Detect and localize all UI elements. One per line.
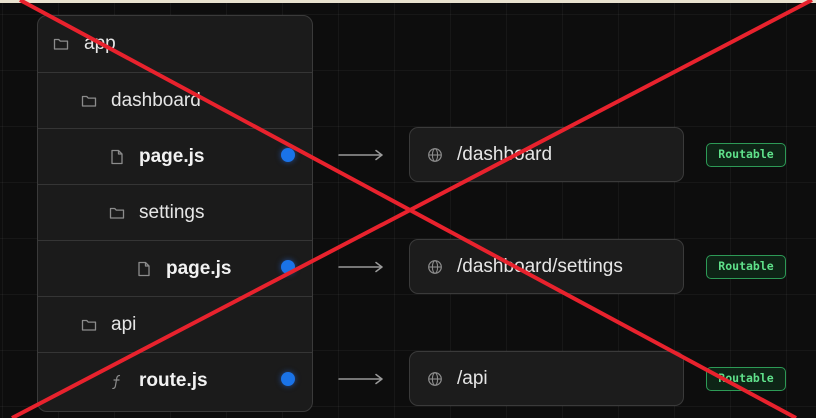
connection-dot (281, 148, 295, 162)
arrow-right-icon (338, 373, 383, 385)
tree-label: dashboard (111, 89, 201, 111)
routable-badge: Routable (706, 367, 786, 391)
route-box-settings[interactable]: /dashboard/settings (409, 239, 684, 294)
arrow-right-icon (338, 149, 383, 161)
tree-row-settings-page[interactable]: page.js (38, 240, 312, 296)
tree-label: page.js (139, 145, 205, 167)
route-box-dashboard[interactable]: /dashboard (409, 127, 684, 182)
globe-icon (428, 372, 442, 386)
tree-label: api (111, 313, 137, 335)
file-icon (111, 149, 123, 164)
route-path: /dashboard (457, 143, 553, 165)
tree-row-settings[interactable]: settings (38, 184, 312, 240)
tree-label: page.js (166, 257, 232, 279)
arrow-right-icon (338, 261, 383, 273)
globe-icon (428, 148, 442, 162)
file-icon (138, 261, 150, 276)
routable-badge: Routable (706, 143, 786, 167)
globe-icon (428, 260, 442, 274)
folder-icon (53, 38, 69, 50)
routable-badge: Routable (706, 255, 786, 279)
connection-dot (281, 260, 295, 274)
top-edge-line (0, 0, 816, 3)
tree-row-dashboard[interactable]: dashboard (38, 72, 312, 128)
function-icon (112, 374, 121, 389)
file-tree-panel: app dashboard page.js settings page.js a… (37, 15, 313, 412)
tree-row-dashboard-page[interactable]: page.js (38, 128, 312, 184)
tree-row-api[interactable]: api (38, 296, 312, 352)
tree-row-app[interactable]: app (38, 16, 312, 72)
route-path: /api (457, 367, 488, 389)
tree-label: settings (139, 201, 205, 223)
tree-label: app (84, 33, 116, 54)
folder-icon (81, 319, 97, 331)
route-box-api[interactable]: /api (409, 351, 684, 406)
route-path: /dashboard/settings (457, 255, 623, 277)
tree-label: route.js (139, 369, 208, 391)
tree-row-route[interactable]: route.js (38, 352, 312, 408)
connection-dot (281, 372, 295, 386)
folder-icon (81, 95, 97, 107)
folder-icon (109, 207, 125, 219)
